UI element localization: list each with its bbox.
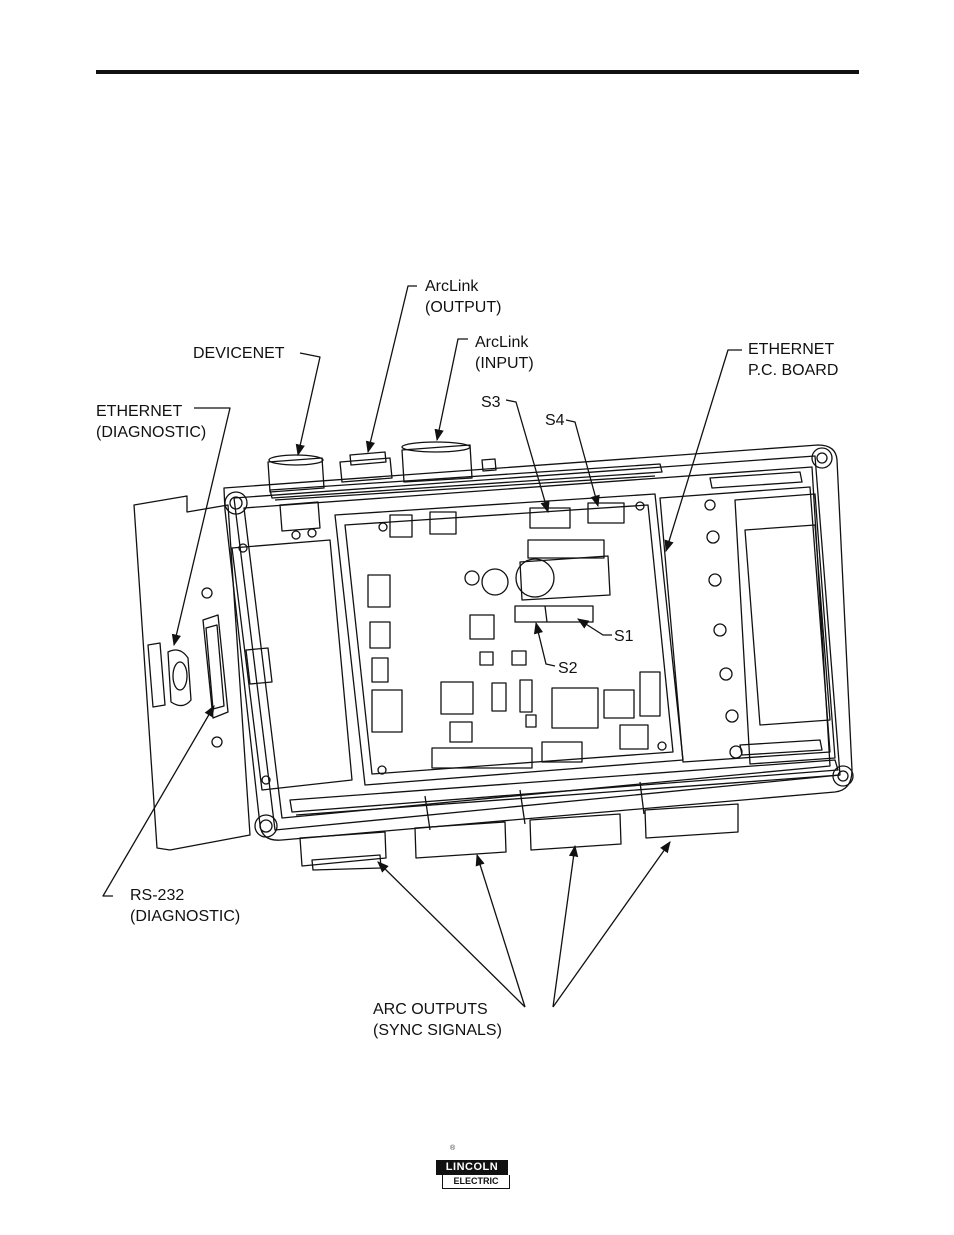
label-arc-outputs: ARC OUTPUTS(SYNC SIGNALS) (373, 1001, 502, 1039)
main-enclosure (223, 444, 854, 871)
leader-s2 (533, 621, 556, 667)
lincoln-electric-logo: LINCOLN ELECTRIC (436, 1160, 510, 1190)
label-arclink-output: ArcLink(OUTPUT) (425, 278, 502, 316)
leader-rs232 (102, 704, 215, 897)
leader-s4 (565, 419, 600, 508)
leader-arc-3 (552, 844, 579, 1008)
label-s2: S2 (558, 660, 578, 677)
left-compartment (231, 539, 353, 791)
leaders (102, 285, 742, 1008)
header-rule (96, 70, 859, 74)
leader-arclink-input (434, 338, 468, 442)
leader-ethernet-board (664, 349, 742, 553)
leader-s3 (505, 399, 550, 514)
leader-arc-1 (377, 861, 526, 1008)
side-enclosure (133, 495, 251, 851)
label-s1: S1 (614, 628, 634, 645)
label-ethernet-diagnostic: ETHERNET(DIAGNOSTIC) (96, 403, 207, 441)
leader-ethernet-diagnostic (171, 407, 231, 647)
leader-s1 (577, 618, 612, 636)
label-s4: S4 (545, 412, 565, 429)
leader-arclink-output (365, 285, 417, 454)
logo-top: LINCOLN (436, 1160, 508, 1175)
leader-arc-2 (475, 853, 526, 1008)
registered-mark: ® (450, 1145, 456, 1152)
label-s3: S3 (481, 394, 501, 411)
label-devicenet: DEVICENET (193, 345, 285, 362)
label-arclink-input: ArcLink(INPUT) (475, 334, 534, 372)
top-connectors (267, 441, 497, 540)
label-rs232-diagnostic: RS-232(DIAGNOSTIC) (130, 887, 241, 925)
leader-devicenet (295, 352, 321, 457)
logo-bottom: ELECTRIC (442, 1175, 510, 1189)
ethernet-board (659, 471, 836, 765)
leader-arc-4 (552, 841, 671, 1008)
